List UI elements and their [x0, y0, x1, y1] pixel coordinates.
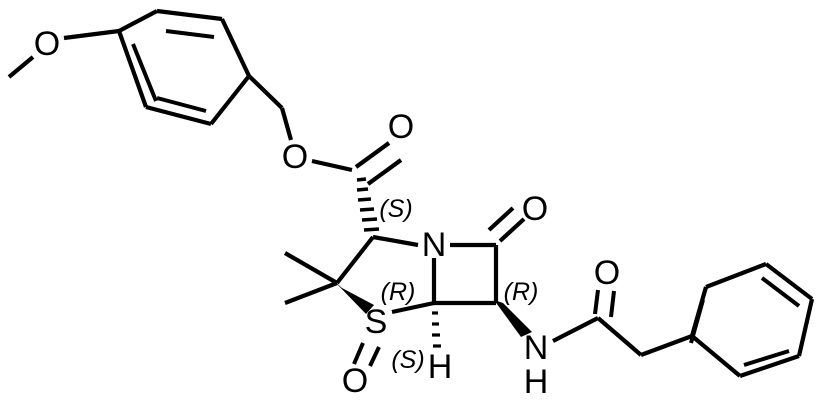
- arene2-bond-5: [739, 354, 800, 378]
- lactam-oxygen-label: O: [522, 190, 548, 228]
- beta-lactam-ring: [434, 242, 499, 306]
- sulfur-label: S: [365, 303, 388, 341]
- arene1-double-3: [131, 43, 158, 102]
- bond-s-to-c5: [391, 300, 435, 315]
- wedge-c3-to-sulfur: [334, 281, 374, 314]
- stereo-label-sulfoxide: (S): [391, 346, 424, 374]
- phenyl-ring: [689, 262, 815, 378]
- arene1-bond-4: [209, 74, 251, 126]
- arene1-bond-1: [118, 9, 158, 33]
- amide-double-a: [593, 289, 600, 315]
- bond-ch2-to-phenyl: [640, 334, 693, 357]
- arene2-double-2: [760, 276, 801, 308]
- bond-oxygen-to-ring: [63, 28, 120, 41]
- so-double-b: [368, 346, 381, 367]
- sulfoxide-oxygen-label: O: [342, 362, 368, 400]
- methoxy-group: [7, 28, 120, 79]
- sulfoxide-double-bond: [352, 342, 381, 367]
- phenylacetamide-chain: [552, 289, 693, 357]
- amide-double-b: [609, 290, 616, 318]
- lactam-double-a: [498, 217, 526, 243]
- hash-wedge-c5-to-hydrogen: [432, 311, 441, 348]
- arene2-bond-6: [690, 334, 742, 378]
- arene2-bond-4: [796, 298, 815, 357]
- bond-methyl-to-oxygen: [7, 55, 35, 79]
- arene2-bond-2: [705, 262, 767, 289]
- so-double-a: [352, 342, 365, 365]
- carbonyl-double-a: [354, 141, 391, 169]
- hash-wedge-ester-to-c2: [356, 177, 380, 232]
- bond-ester-oxygen-to-carbonyl: [311, 158, 353, 173]
- bond-ch2-to-ester-oxygen: [279, 107, 294, 141]
- arene2-double-3: [743, 349, 790, 367]
- stereo-label-c5: (R): [381, 278, 416, 306]
- lactam-double-b: [487, 206, 515, 232]
- bond-c3-to-c2: [335, 235, 375, 285]
- ester-carbonyl: [354, 141, 403, 186]
- ester-oxygen-label: O: [282, 138, 308, 176]
- arene1-double-1: [165, 29, 215, 39]
- bond-c2-to-n: [372, 234, 419, 248]
- arene1-double-2: [156, 96, 207, 113]
- bond-n-to-amide-carbon: [552, 316, 599, 343]
- amide-carbonyl-oxygen-label: O: [594, 254, 620, 292]
- amide-hydrogen-label: H: [524, 363, 549, 401]
- arene1-bond-5: [145, 104, 212, 127]
- methoxy-oxygen-label: O: [34, 25, 60, 63]
- lactam-carbonyl: [487, 206, 526, 243]
- ring-nitrogen-label: N: [422, 226, 447, 264]
- bond-amide-to-ch2: [596, 316, 643, 357]
- bond-ring-to-ch2: [247, 74, 284, 110]
- ester-carbonyl-oxygen-label: O: [388, 108, 414, 146]
- arene1-bond-6: [117, 30, 148, 108]
- arene1-bond-2: [156, 8, 223, 22]
- stereo-label-c2: (S): [379, 195, 412, 223]
- amide-nitrogen-label: N: [524, 329, 549, 367]
- wedge-c6-to-amide-nitrogen: [494, 300, 532, 337]
- arene1-bond-3: [220, 18, 251, 77]
- arene2-double-1: [689, 299, 705, 344]
- gem-dimethyl-group: [283, 251, 339, 305]
- thiazolidine-ring: [335, 234, 437, 315]
- benzyl-ester-linkage: [247, 74, 353, 173]
- bond-methyl-2: [284, 281, 338, 305]
- methoxyphenyl-ring: [117, 8, 251, 127]
- bond-methyl-1: [283, 251, 339, 285]
- stereo-label-c6: (R): [504, 278, 539, 306]
- arene2-bond-3: [764, 262, 814, 301]
- alpha-hydrogen-label: H: [428, 348, 453, 386]
- carbonyl-double-b: [366, 158, 403, 186]
